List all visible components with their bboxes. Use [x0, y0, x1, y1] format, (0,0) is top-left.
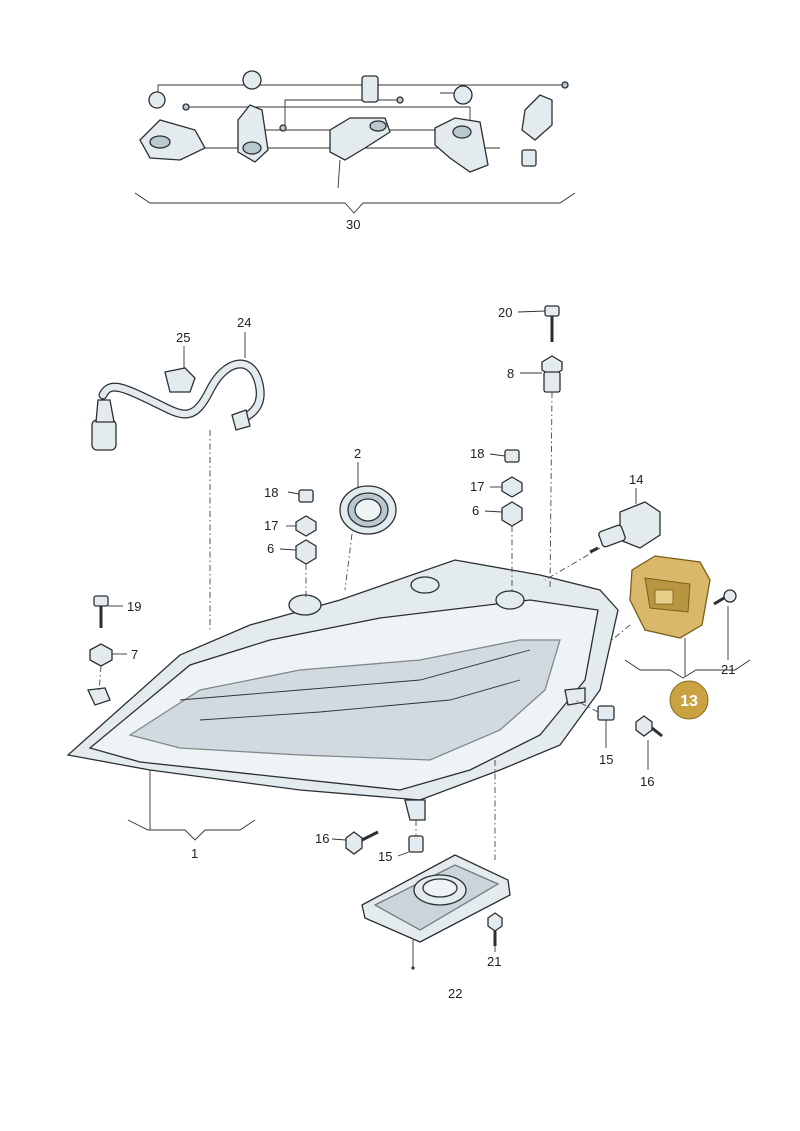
adjuster-8	[541, 355, 563, 393]
callout-15-bottom: 15	[378, 849, 392, 864]
screw-stack-right	[501, 449, 523, 527]
clip-15-right	[597, 705, 615, 721]
bracket-right	[434, 85, 489, 173]
screw-stack-left	[295, 489, 317, 565]
callout-8: 8	[507, 366, 514, 381]
callout-16-bottom: 16	[315, 831, 329, 846]
callout-18-left: 18	[264, 485, 278, 500]
callout-22: 22	[448, 986, 462, 1001]
callout-14: 14	[629, 472, 643, 487]
callout-21-right: 21	[721, 662, 735, 677]
headlight-housing	[66, 559, 619, 821]
screw-16-bottom	[345, 830, 379, 855]
bracket-far-right	[521, 94, 553, 167]
callout-17-left: 17	[264, 518, 278, 533]
callout-1: 1	[191, 846, 198, 861]
bracket-left	[139, 91, 206, 161]
bracket-kit-group	[134, 70, 576, 214]
bracket-mid-left	[237, 70, 269, 163]
screw-21-right	[713, 589, 737, 606]
breather-hose	[91, 359, 265, 451]
callout-6-left: 6	[267, 541, 274, 556]
screw-20	[544, 305, 560, 342]
callout-2: 2	[354, 446, 361, 461]
callout-24: 24	[237, 315, 251, 330]
callout-20: 20	[498, 305, 512, 320]
callout-19: 19	[127, 599, 141, 614]
cover-cap	[339, 485, 397, 535]
callout-25: 25	[176, 330, 190, 345]
callout-17-right: 17	[470, 479, 484, 494]
nut-7	[89, 643, 113, 667]
screw-21-bottom	[487, 912, 503, 946]
callout-6-right: 6	[472, 503, 479, 518]
screw-16-right	[635, 715, 663, 738]
callout-7: 7	[131, 647, 138, 662]
hose-clip	[164, 367, 196, 393]
callout-16-right: 16	[640, 774, 654, 789]
brace-1	[127, 819, 256, 841]
leveling-motor	[589, 501, 661, 554]
callout-30: 30	[346, 217, 360, 232]
callout-18-right: 18	[470, 446, 484, 461]
callout-13-badge	[669, 680, 709, 720]
bracket-middle	[329, 75, 391, 189]
callout-21-bottom: 21	[487, 954, 501, 969]
callout-13: 13	[680, 693, 698, 710]
callout-15-right: 15	[599, 752, 613, 767]
control-module-22	[361, 854, 511, 943]
control-unit-13	[629, 555, 711, 639]
screw-19	[93, 595, 109, 628]
clip-15-bottom	[408, 835, 424, 853]
brace-30	[134, 192, 576, 214]
